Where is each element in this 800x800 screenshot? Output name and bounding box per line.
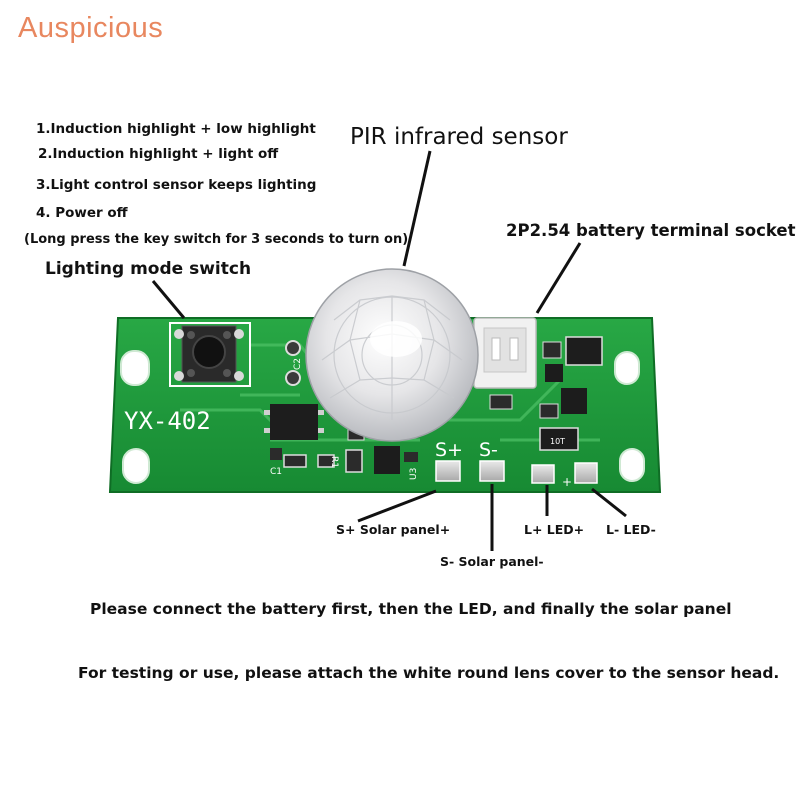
battery-socket-label: 2P2.54 battery terminal socket [506,221,796,240]
mode-note: (Long press the key switch for 3 seconds… [24,232,409,247]
mode-switch-icon [174,325,244,383]
solar-pos-label: S+ Solar panel+ [336,522,451,537]
silk-u3: U3 [409,468,419,480]
silk-10t: 10T [550,437,565,446]
mode-switch-label: Lighting mode switch [45,259,252,279]
silk-c2: C2 [293,358,303,370]
pad-label-s-plus: S+ [435,439,463,461]
lens-cover-note: For testing or use, please attach the wh… [78,664,780,682]
connection-order-note: Please connect the battery first, then t… [90,600,732,618]
silk-c1: C1 [270,467,282,477]
pad-l-plus [531,464,555,484]
battery-socket-icon [473,317,537,389]
mounting-hole-icon [120,350,645,484]
silk-r1: R1 [329,456,339,468]
pad-label-plus: + [562,475,572,489]
led-pos-label: L+ LED+ [524,522,585,537]
pad-s-minus [479,460,505,482]
board-model-text: YX-402 [124,407,211,435]
pir-sensor-label: PIR infrared sensor [350,124,568,150]
smd-components [264,336,603,474]
brand-logo-text: Auspicious [18,12,164,44]
pad-s-plus [435,460,461,482]
solar-neg-label: S- Solar panel- [440,554,544,569]
mode-item-4: 4. Power off [36,205,128,221]
pad-label-s-minus: S- [479,439,498,461]
led-neg-label: L- LED- [606,522,656,537]
mode-item-2: 2.Induction highlight + light off [38,146,279,162]
mode-item-1: 1.Induction highlight + low highlight [36,121,316,137]
pad-l-minus [574,462,598,484]
pointer-lines [151,150,627,551]
mode-item-3: 3.Light control sensor keeps lighting [36,177,317,193]
pir-sensor-icon [305,268,479,442]
